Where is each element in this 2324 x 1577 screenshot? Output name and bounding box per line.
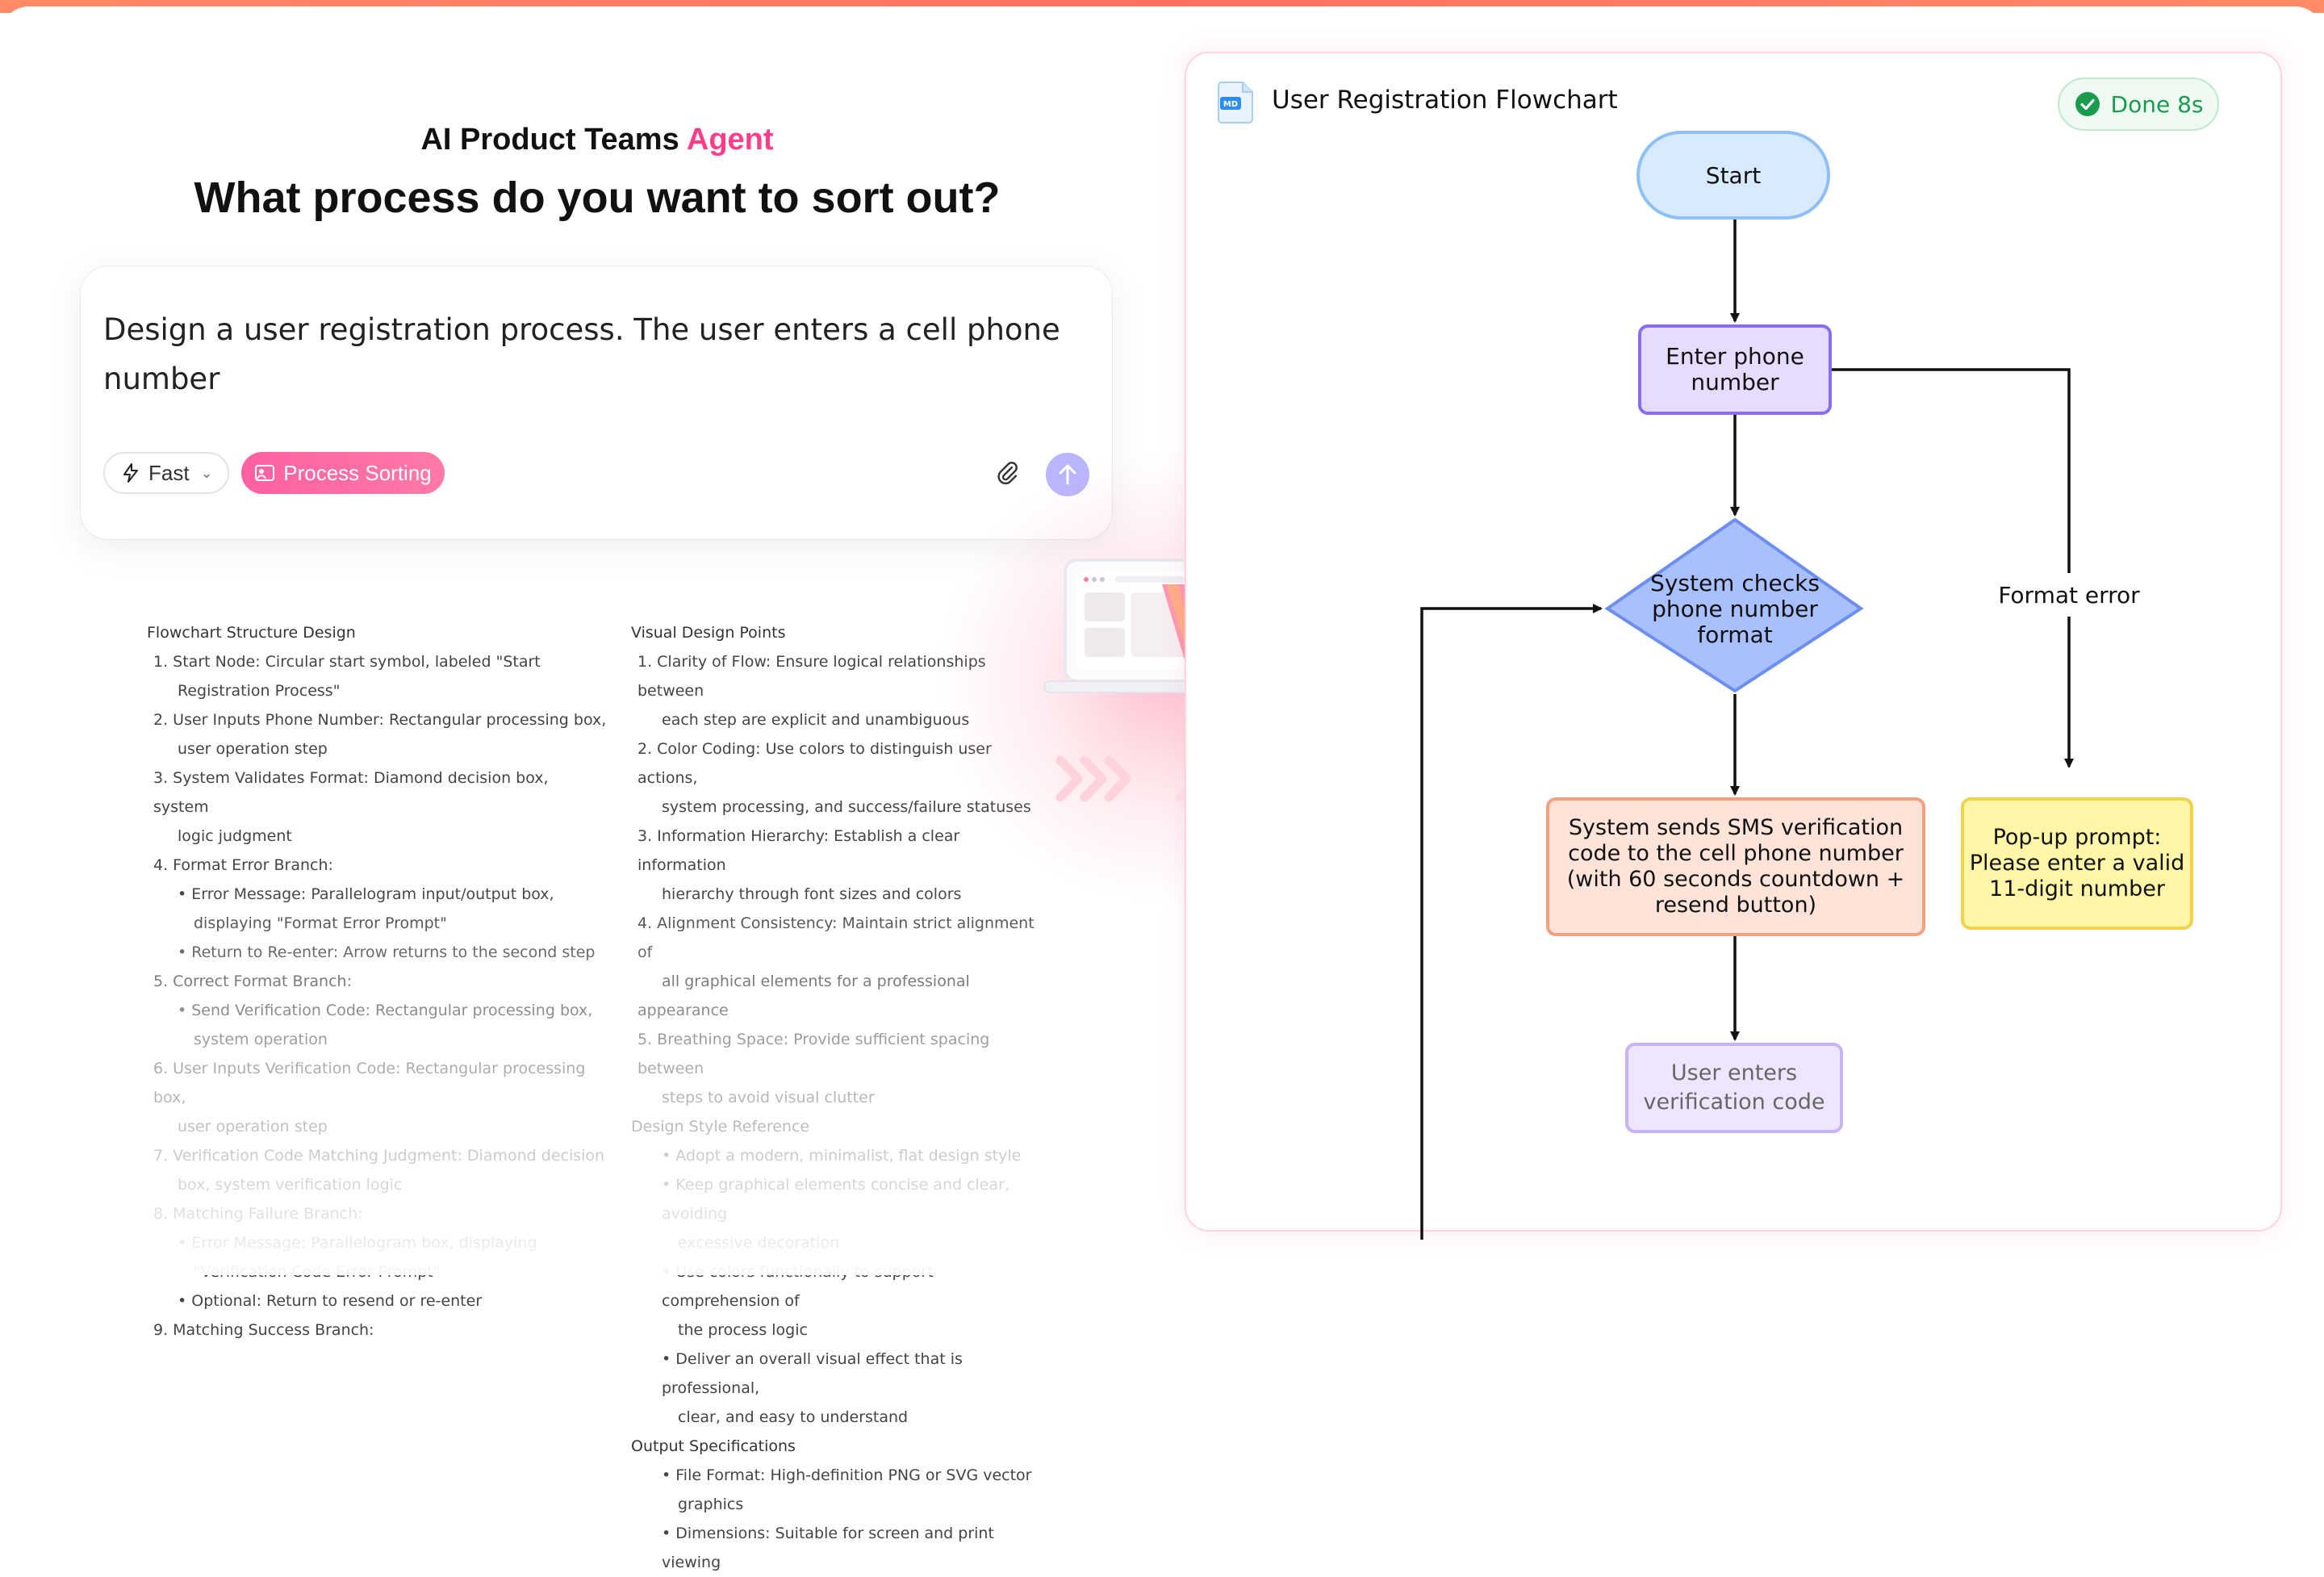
- send-sms-node-shape: [1546, 797, 1925, 936]
- popup-prompt-node-shape: [1961, 797, 2193, 930]
- page-surface: [0, 6, 2324, 39]
- notes-heading: Flowchart Structure Design: [147, 624, 356, 642]
- notes-line-wrap: system processing, and success/failure s…: [662, 798, 1031, 816]
- popup-prompt-node: Pop-up prompt: Please enter a valid 11-d…: [1969, 825, 2185, 901]
- send-button[interactable]: [1046, 453, 1089, 496]
- arrow-up-icon: [1059, 464, 1076, 485]
- notes-line: clear, and easy to understand: [631, 1403, 1051, 1432]
- status-text: Done 8s: [2110, 90, 2204, 118]
- notes-line-wrap: Registration Process": [178, 682, 341, 700]
- format-error-label: Format error: [1980, 575, 2158, 615]
- check-format-node: System checks phone number format: [1650, 570, 1820, 648]
- page-title: What process do you want to sort out?: [194, 174, 1001, 222]
- notes-line: 2. Color Coding: Use colors to distingui…: [637, 740, 992, 787]
- flow-edges: [1420, 220, 2074, 1240]
- brand-heading: AI Product Teams Agent: [0, 123, 1194, 157]
- notes-line-wrap: clear, and easy to understand: [678, 1408, 909, 1426]
- notes-line: • Deliver an overall visual effect that …: [662, 1350, 963, 1397]
- start-node: Start: [1705, 161, 1762, 189]
- flowchart-title: User Registration Flowchart: [1272, 86, 1618, 115]
- notes-line-wrap: each step are explicit and unambiguous: [662, 711, 970, 729]
- paperclip-icon[interactable]: [994, 460, 1022, 487]
- notes-line: user operation step: [147, 734, 607, 763]
- markdown-file-icon: MD: [1218, 82, 1253, 123]
- send-sms-node: System sends SMS verification code to th…: [1566, 815, 1905, 918]
- flow-tag-icon: [255, 465, 275, 481]
- notes-line-wrap: user operation step: [178, 740, 328, 758]
- enter-code-node: User enters verification code: [1643, 1060, 1825, 1115]
- process-sorting-tag[interactable]: Process Sorting: [241, 452, 445, 494]
- status-badge: Done 8s: [2058, 77, 2219, 131]
- notes-line: 3. Information Hierarchy: Establish a cl…: [637, 827, 960, 874]
- brand-accent: Agent: [686, 123, 774, 157]
- notes-line: the process logic: [631, 1316, 1051, 1345]
- mode-label: Fast: [148, 460, 190, 485]
- notes-line-wrap: logic judgment: [178, 827, 292, 845]
- notes-line: each step are explicit and unambiguous: [631, 705, 1051, 734]
- notes-line: • File Format: High-definition PNG or SV…: [662, 1466, 1032, 1484]
- tag-label: Process Sorting: [283, 460, 432, 485]
- notes-line: • Dimensions: Suitable for screen and pr…: [662, 1525, 994, 1571]
- notes-line: 2. User Inputs Phone Number: Rectangular…: [153, 711, 607, 729]
- enter-phone-node-shape: [1638, 324, 1832, 415]
- notes-line: system processing, and success/failure s…: [631, 793, 1051, 822]
- notes-line: 9. Matching Success Branch:: [153, 1321, 374, 1339]
- lightning-icon: [123, 463, 138, 483]
- check-format-decision-shape: [1604, 517, 1864, 693]
- notes-line: 4. Format Error Branch:: [153, 856, 333, 874]
- notes-heading: Visual Design Points: [631, 624, 786, 642]
- notes-line: logic judgment: [147, 822, 607, 851]
- enter-code-node-shape: [1625, 1043, 1843, 1133]
- flowchart-diagram: [1420, 131, 2193, 1240]
- notes-line-wrap: the process logic: [678, 1321, 808, 1339]
- edge-enter-phone-to-error: [1832, 368, 2071, 573]
- notes-line: 3. System Validates Format: Diamond deci…: [153, 769, 549, 816]
- notes-line-wrap: graphics: [678, 1495, 744, 1513]
- notes-line: 1. Start Node: Circular start symbol, la…: [153, 653, 541, 671]
- notes-subheading: Output Specifications: [631, 1437, 796, 1455]
- brand-name: AI Product Teams: [420, 123, 679, 157]
- edge-loop-back: [1420, 604, 1603, 1240]
- notes-line: Registration Process": [147, 676, 607, 705]
- start-node-shape: [1636, 131, 1830, 220]
- mode-selector[interactable]: Fast ⌄: [103, 452, 229, 494]
- chevron-down-icon: ⌄: [200, 464, 213, 481]
- check-circle-icon: [2075, 92, 2100, 116]
- notes-line: 1. Clarity of Flow: Ensure logical relat…: [637, 653, 986, 700]
- enter-phone-node: Enter phone number: [1666, 343, 1804, 395]
- file-badge-text: MD: [1223, 100, 1238, 109]
- notes-line: graphics: [631, 1490, 1051, 1519]
- prompt-input[interactable]: Design a user registration process. The …: [103, 312, 1060, 396]
- prompt-card: [81, 266, 1112, 539]
- notes-line: • Optional: Return to resend or re-enter: [178, 1292, 483, 1310]
